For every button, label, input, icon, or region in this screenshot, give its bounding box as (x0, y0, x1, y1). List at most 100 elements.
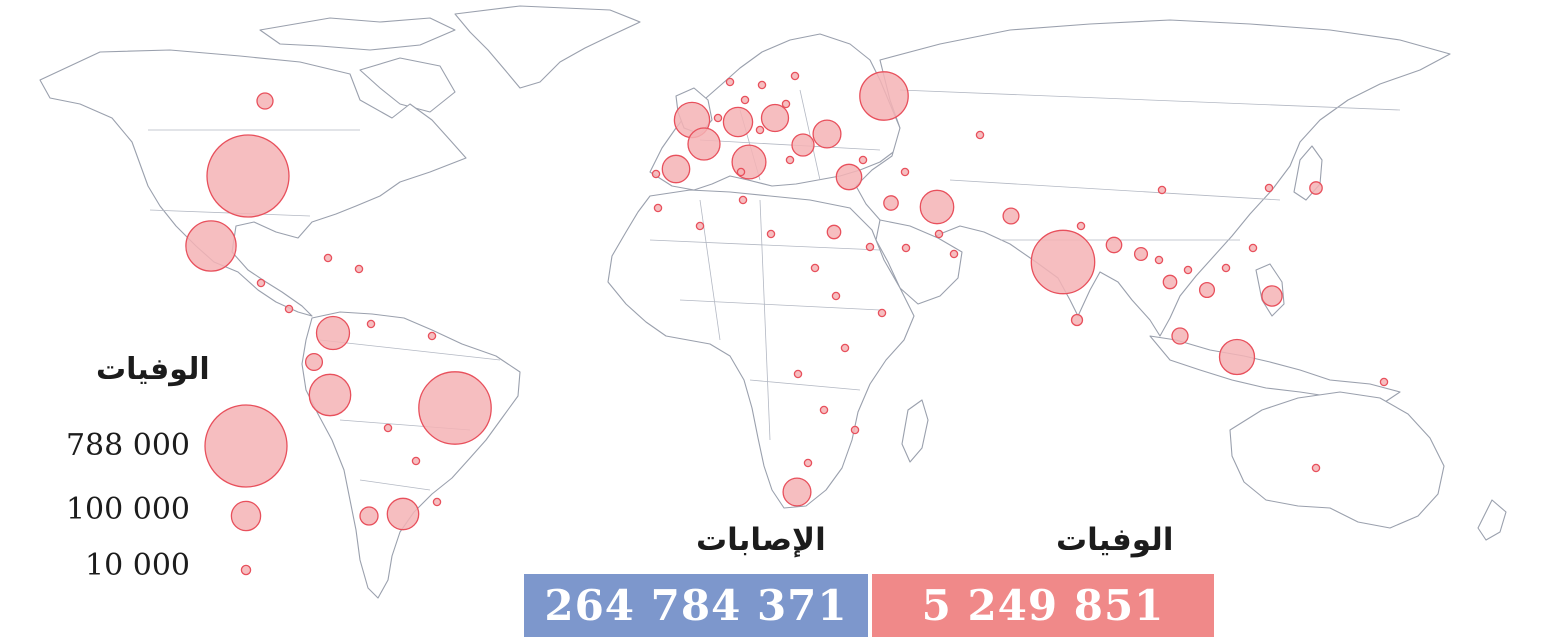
bubble-vietnam (1198, 281, 1216, 299)
bubble-minor (411, 456, 421, 466)
bubble-minor (1076, 221, 1086, 231)
bubble-chile (359, 506, 379, 526)
bubble-minor (653, 203, 663, 213)
bubble-philippines (1261, 285, 1283, 307)
bubble-thailand (1162, 274, 1178, 290)
deaths-label: الوفيات (1056, 522, 1174, 558)
bubble-france (687, 127, 721, 161)
legend-label-medium: 100 000 (65, 492, 190, 527)
bubble-minor (803, 458, 813, 468)
bubble-minor (383, 423, 393, 433)
bubble-minor (785, 155, 795, 165)
bubble-minor (284, 304, 294, 314)
landmass-new-zealand (1477, 499, 1507, 541)
bubble-bangladesh (1105, 236, 1123, 254)
bubble-mexico (185, 220, 237, 272)
bubble-peru (308, 373, 352, 417)
bubble-indonesia (1218, 338, 1256, 376)
cases-total-box: 264 784 371 (524, 574, 868, 637)
bubble-minor (713, 113, 723, 123)
bubble-minor (934, 229, 944, 239)
bubble-minor (1264, 183, 1274, 193)
bubble-minor (1183, 265, 1193, 275)
bubble-minor (790, 71, 800, 81)
bubble-minor (323, 253, 333, 263)
bubble-minor (366, 319, 376, 329)
bubble-minor (900, 167, 910, 177)
deaths-total-value: 5 249 851 (921, 581, 1165, 630)
cases-total-value: 264 784 371 (544, 581, 848, 630)
bubble-minor (695, 221, 705, 231)
cases-label: الإصابات (696, 522, 826, 558)
landmass-arctic-islands (259, 17, 456, 51)
bubble-minor (901, 243, 911, 253)
bubble-poland (760, 103, 790, 133)
bubble-minor (256, 278, 266, 288)
bubble-minor (850, 425, 860, 435)
bubble-romania (791, 133, 815, 157)
bubble-south-africa (782, 477, 812, 507)
bubble-minor (819, 405, 829, 415)
bubble-minor (738, 195, 748, 205)
bubble-turkey (835, 163, 863, 191)
bubble-brazil (418, 371, 492, 445)
bubble-minor (1154, 255, 1164, 265)
bubble-minor (427, 331, 437, 341)
bubble-minor (858, 155, 868, 165)
landmass-africa (607, 189, 915, 509)
bubble-pakistan (1002, 207, 1020, 225)
legend-bubble (230, 500, 262, 532)
bubble-minor (793, 369, 803, 379)
bubble-minor (766, 229, 776, 239)
landmass-australia (1229, 391, 1445, 529)
bubble-minor (831, 291, 841, 301)
bubble-minor (1311, 463, 1321, 473)
landmass-arabia (875, 219, 963, 305)
bubble-minor (1157, 185, 1167, 195)
bubble-ecuador (304, 352, 324, 372)
legend-bubble (204, 404, 288, 488)
bubble-minor (810, 263, 820, 273)
bubble-spain (661, 154, 691, 184)
bubble-minor (736, 167, 746, 177)
landmass-madagascar (901, 399, 929, 463)
bubble-minor (975, 130, 985, 140)
bubble-minor (740, 95, 750, 105)
bubble-minor (1221, 263, 1231, 273)
bubble-sri-lanka (1070, 313, 1084, 327)
bubble-minor (1379, 377, 1389, 387)
bubble-minor (757, 80, 767, 90)
bubble-minor (840, 343, 850, 353)
bubble-minor (755, 125, 765, 135)
bubble-minor (781, 99, 791, 109)
bubble-egypt (826, 224, 842, 240)
bubble-minor (1248, 243, 1258, 253)
bubble-germany (722, 106, 754, 138)
legend-label-large: 788 000 (65, 428, 190, 463)
legend-bubbles (204, 404, 288, 576)
bubble-japan (1309, 181, 1323, 195)
bubble-minor (725, 77, 735, 87)
bubble-minor (877, 308, 887, 318)
bubble-colombia (315, 315, 351, 351)
bubble-iraq (883, 195, 899, 211)
bubble-ukraine (812, 119, 842, 149)
deaths-total-box: 5 249 851 (872, 574, 1214, 637)
bubble-minor (432, 497, 442, 507)
bubble-minor (949, 249, 959, 259)
bubble-iran (919, 189, 955, 225)
landmass-indonesia (1149, 335, 1401, 405)
bubble-india (1030, 229, 1096, 295)
bubble-united-states (206, 134, 290, 218)
bubble-myanmar (1133, 246, 1149, 262)
legend-bubble (240, 564, 252, 576)
country-borders (148, 89, 1401, 491)
landmass-greenland (454, 5, 641, 89)
landmass-south-america (301, 311, 521, 599)
bubble-minor (865, 242, 875, 252)
bubble-malaysia (1171, 327, 1189, 345)
death-bubbles (185, 71, 1389, 531)
bubble-canada (256, 92, 274, 110)
bubble-argentina (386, 497, 420, 531)
